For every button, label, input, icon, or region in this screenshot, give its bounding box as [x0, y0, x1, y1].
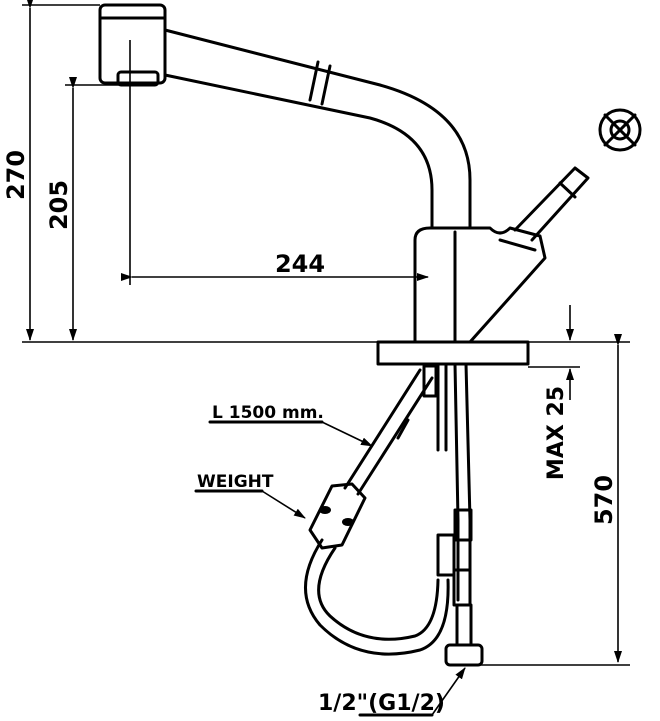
faucet-body: [413, 226, 547, 344]
weight-label: WEIGHT: [197, 472, 274, 492]
hose-length-label: L 1500 mm.: [212, 403, 324, 423]
dimension-244-label: 244: [275, 250, 325, 278]
hose-weight: [308, 482, 367, 550]
dimension-205-label: 205: [45, 180, 73, 230]
rotation-symbol-icon: [598, 108, 642, 152]
dimension-max25-label: MAX 25: [544, 386, 569, 480]
lever-handle: [513, 166, 590, 242]
mounting-plate: [376, 340, 530, 366]
extension-lines: [22, 4, 630, 666]
connection-leader: [358, 667, 466, 717]
hose-length-leader: [208, 420, 373, 447]
dimension-270-label: 270: [2, 150, 30, 200]
spout-head: [98, 3, 167, 87]
supply-hoses: [422, 362, 484, 667]
connection-size-label: 1/2"(G1/2): [318, 691, 445, 716]
spout-tube: [163, 28, 472, 230]
weight-leader: [194, 489, 306, 519]
dimension-570-label: 570: [590, 475, 618, 525]
pullout-hose: [304, 368, 450, 656]
